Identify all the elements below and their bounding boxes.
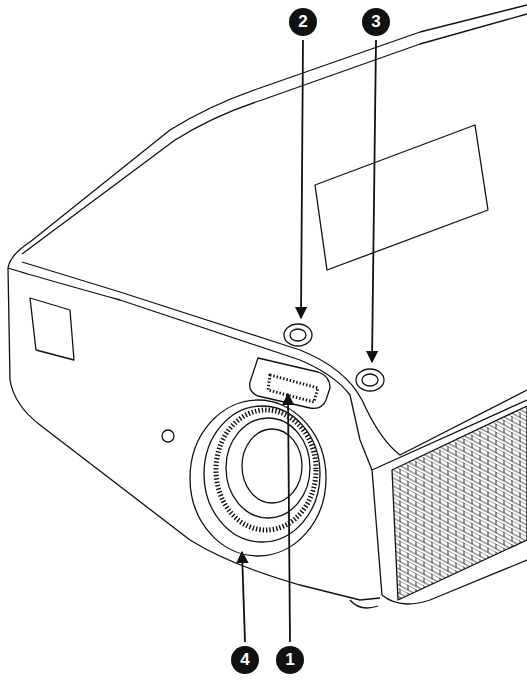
callout-number: 4 (231, 646, 259, 674)
callout-number: 2 (289, 8, 317, 36)
callout-number: 1 (276, 646, 304, 674)
callout-number: 3 (362, 8, 390, 36)
